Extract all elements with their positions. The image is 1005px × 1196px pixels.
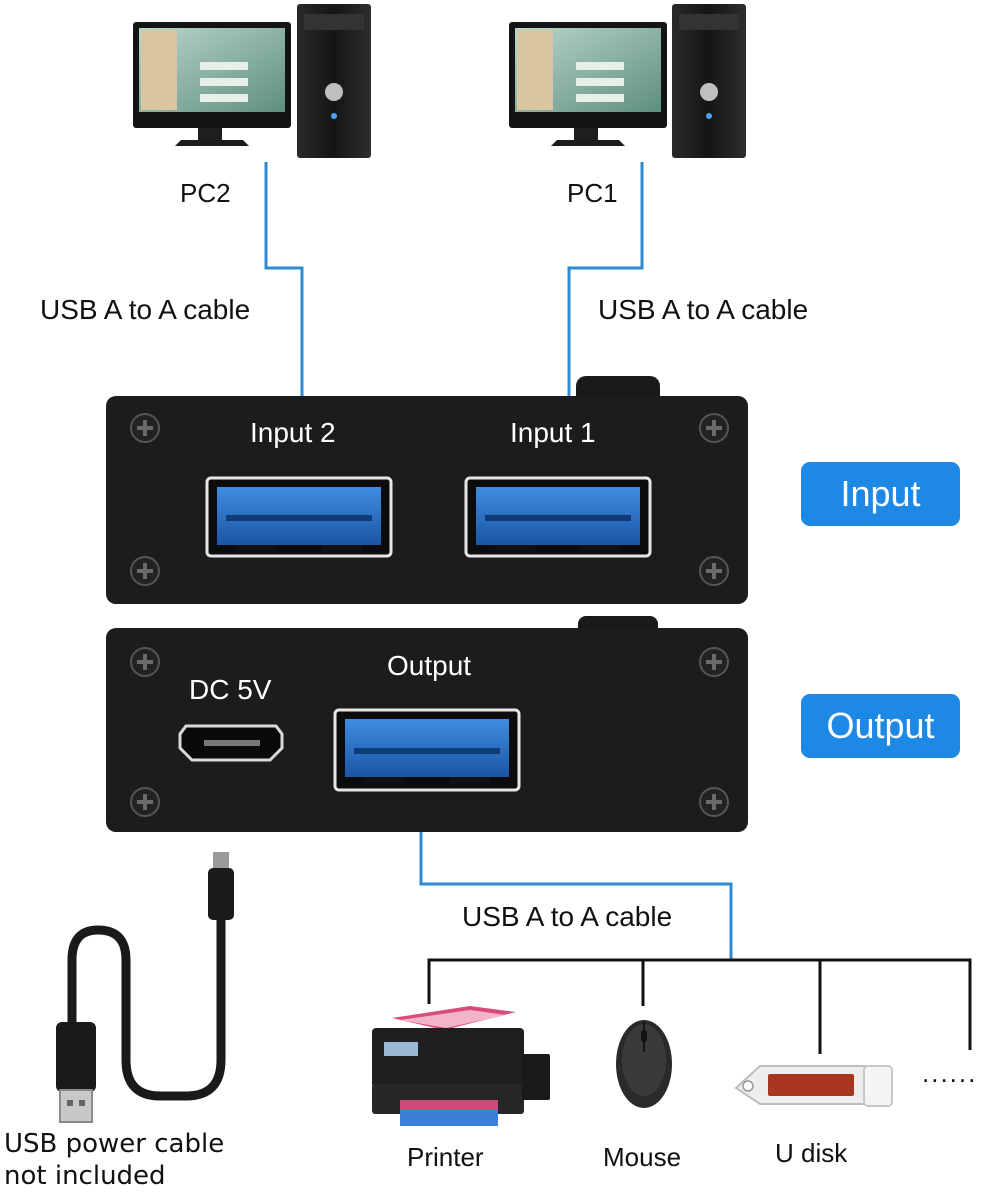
pc2-cable-label: USB A to A cable <box>40 294 251 325</box>
input-panel <box>106 376 748 604</box>
dc-power-port[interactable] <box>178 724 284 762</box>
input2-usb-port[interactable] <box>205 476 393 558</box>
usb-power-cable-icon <box>56 852 234 1123</box>
input1-label: Input 1 <box>510 417 596 448</box>
input1-usb-port[interactable] <box>464 476 652 558</box>
pc2-computer-icon <box>133 4 371 158</box>
power-cable-note: USB power cable not included <box>4 1128 224 1192</box>
output-cable-line <box>419 832 733 960</box>
input2-label: Input 2 <box>250 417 336 448</box>
output-port-label: Output <box>387 650 472 681</box>
printer-icon <box>372 1006 550 1126</box>
pc1-computer-icon <box>509 4 746 158</box>
input-badge: Input <box>801 462 960 526</box>
output-panel <box>106 616 748 832</box>
more-devices-ellipsis: ...... <box>922 1058 978 1088</box>
output-badge: Output <box>801 694 960 758</box>
pc2-cable-line <box>264 162 304 396</box>
u-disk-label: U disk <box>775 1138 848 1168</box>
printer-label: Printer <box>407 1142 484 1172</box>
pc2-label: PC2 <box>180 178 231 208</box>
u-disk-icon <box>734 1065 893 1107</box>
output-cable-label: USB A to A cable <box>462 901 673 932</box>
device-bus-lines <box>427 958 972 1054</box>
power-cable-note-line1: USB power cable <box>4 1129 225 1159</box>
power-cable-note-line2: not included <box>4 1161 166 1191</box>
pc1-label: PC1 <box>567 178 618 208</box>
pc1-cable-label: USB A to A cable <box>598 294 809 325</box>
dc-5v-label: DC 5V <box>189 674 272 705</box>
mouse-icon <box>616 1020 672 1108</box>
pc1-cable-line <box>567 162 644 396</box>
mouse-label: Mouse <box>603 1142 682 1172</box>
output-usb-port[interactable] <box>333 708 521 792</box>
